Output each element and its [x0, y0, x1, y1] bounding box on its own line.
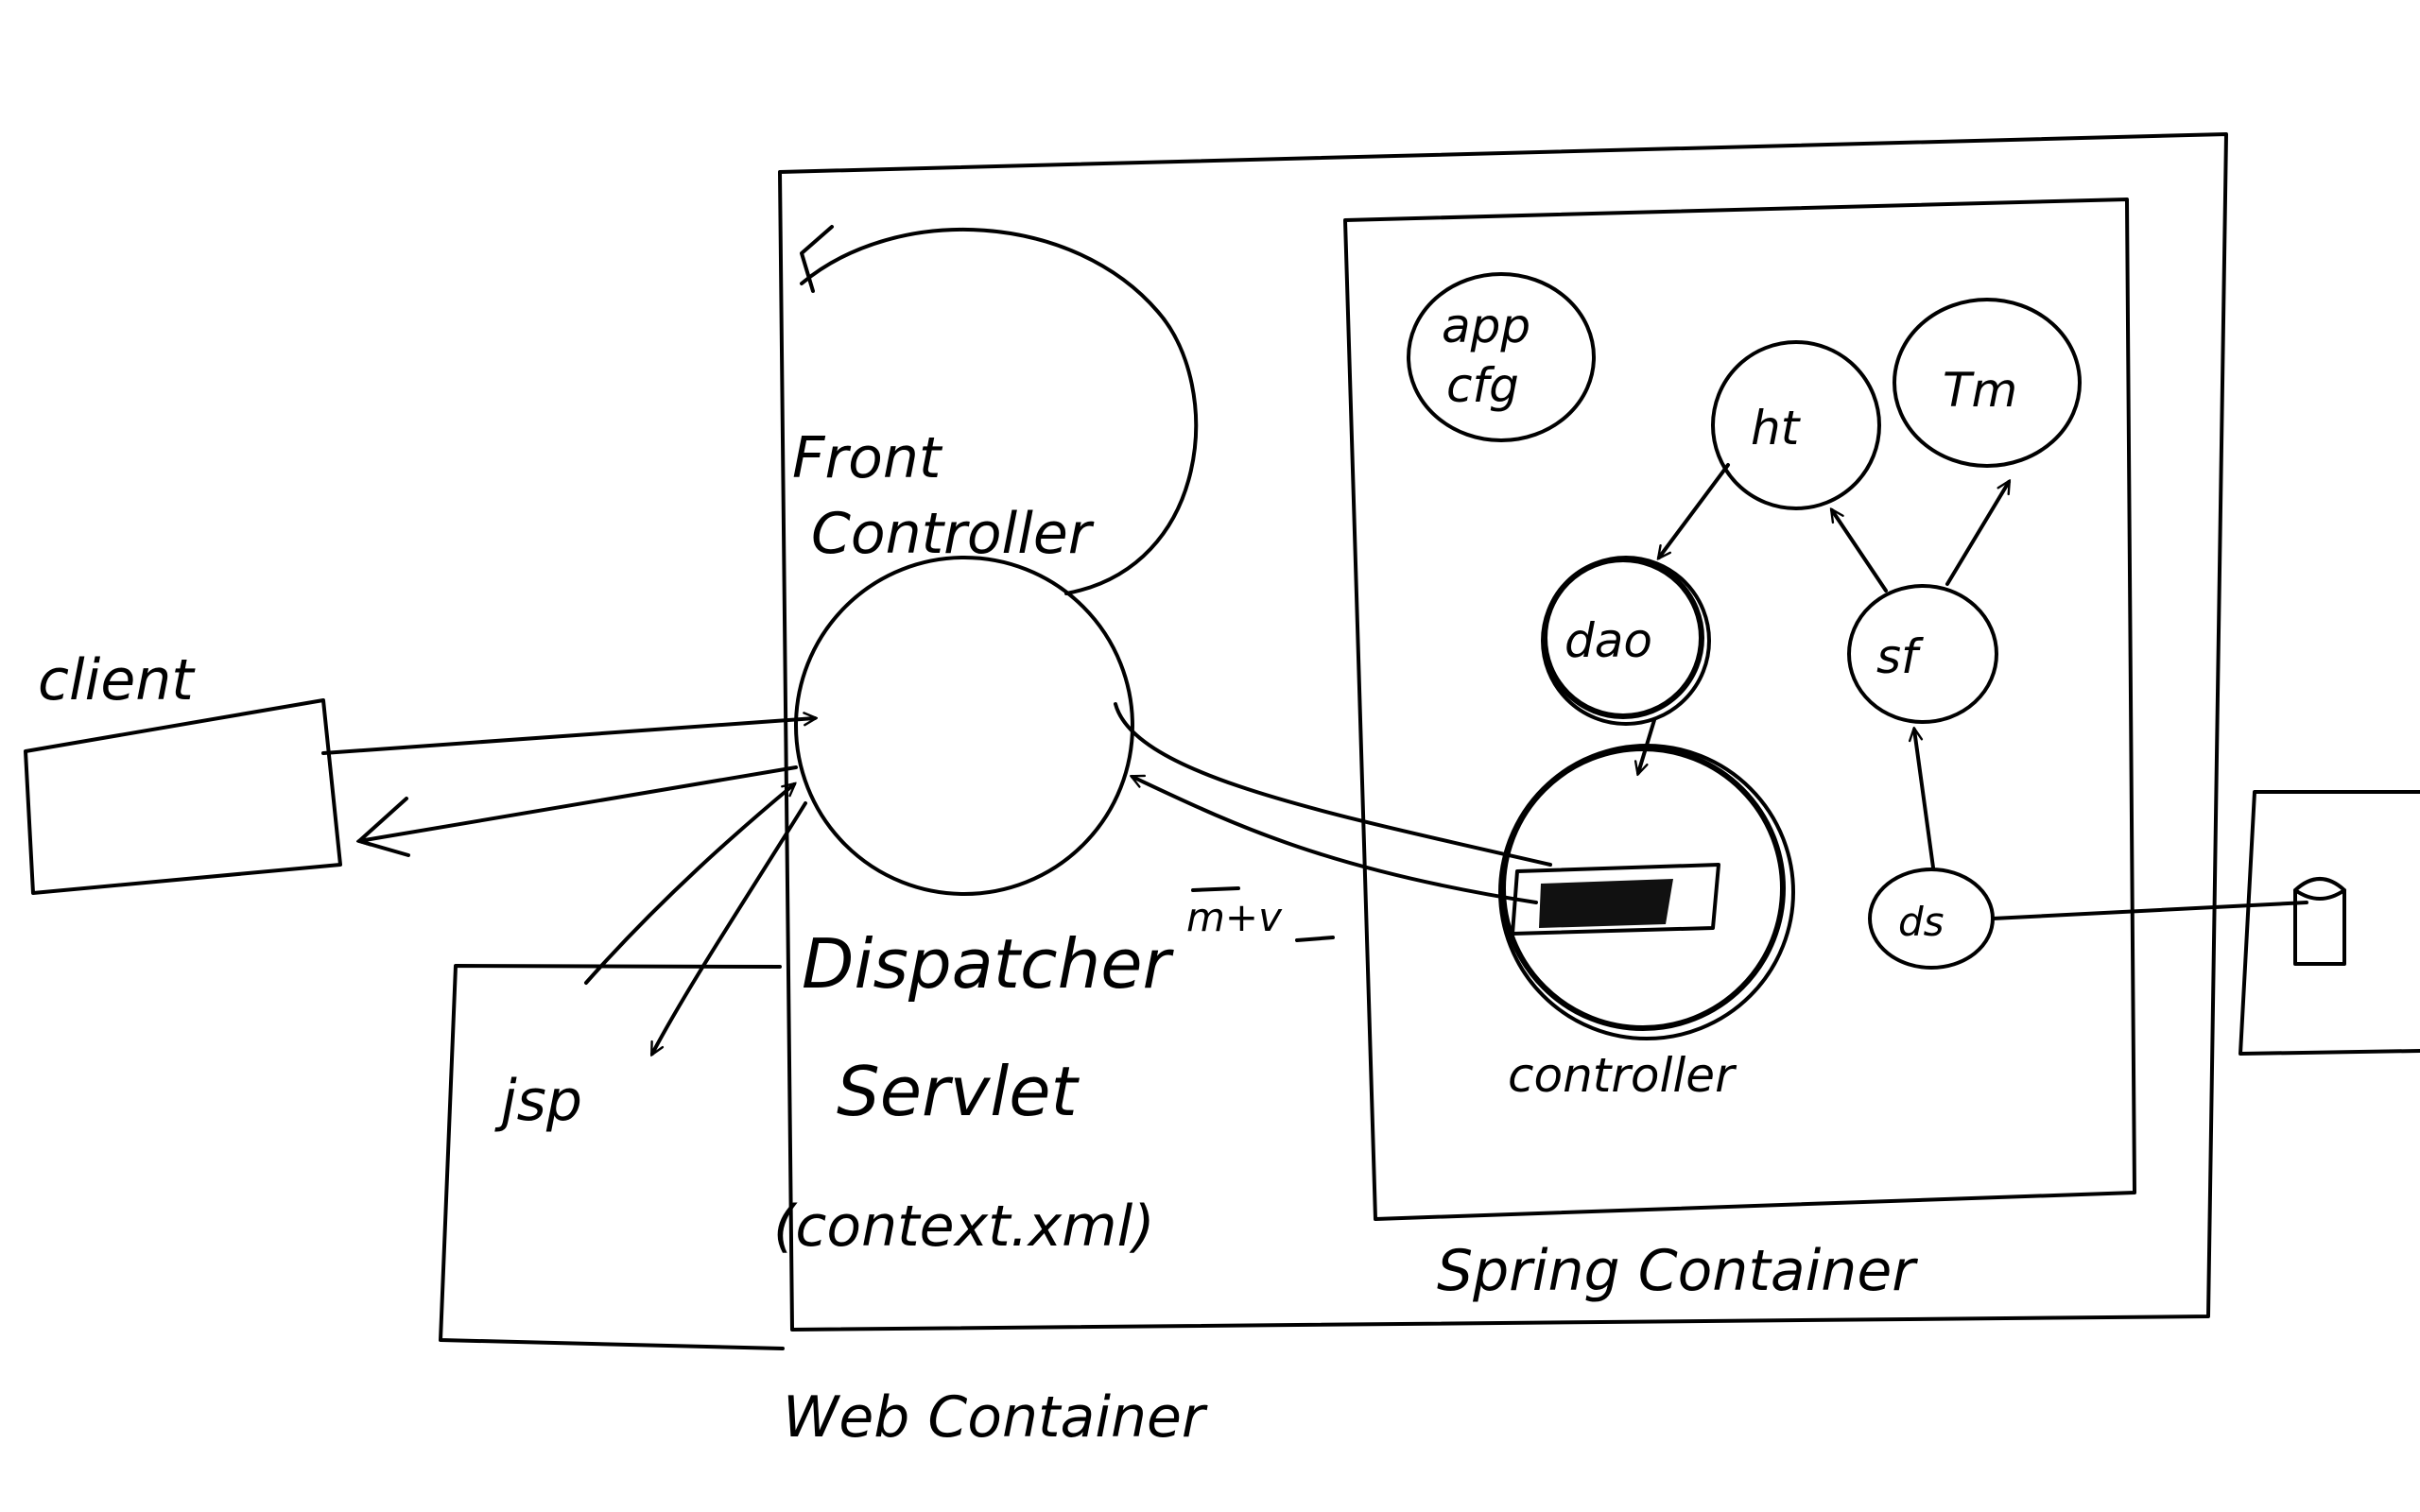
tm-circle: [1893, 298, 2082, 468]
front-controller-arrowhead: [800, 225, 834, 293]
web-container-box: [778, 132, 2228, 1332]
jsp-box: [439, 964, 785, 1350]
spring-container-label: Spring Container: [1437, 1238, 1918, 1304]
controller-circle: [1500, 746, 1786, 1031]
ht-label: ht: [1751, 401, 1802, 455]
model-view-label: m+v: [1186, 894, 1283, 940]
app-cfg-circle: [1407, 272, 1596, 442]
dispatcher-label-3: (context.xml): [773, 1194, 1155, 1260]
dispatcher-label-2: Servlet: [837, 1052, 1080, 1131]
tm-label: Tm: [1943, 363, 2017, 418]
dao-circle-outline: [1541, 556, 1711, 726]
model-view-underline: [1191, 886, 1335, 942]
sf-to-tm-arrow: [1945, 482, 2009, 586]
client-to-dispatcher-arrow: [321, 718, 815, 755]
dispatcher-to-jsp-arrow: [652, 801, 807, 1054]
controller-inner-box: [1511, 863, 1720, 936]
web-container-label: Web Container: [783, 1384, 1208, 1451]
ds-to-database-line: [1991, 901, 2308, 920]
ht-to-dao-arrow: [1659, 463, 1730, 558]
app-cfg-label-1: app: [1442, 299, 1530, 353]
jsp-to-dispatcher-arrow: [584, 784, 794, 985]
ds-label: ds: [1898, 899, 1945, 945]
sf-to-ht-arrow: [1832, 510, 1888, 593]
client-label: client: [38, 647, 196, 713]
dispatcher-to-controller-arrow: [1114, 702, 1552, 867]
sf-label: sf: [1876, 629, 1924, 684]
front-controller-label-2: Controller: [811, 501, 1095, 567]
spring-container-box: [1343, 198, 2136, 1221]
client-box: [24, 698, 342, 895]
front-controller-loop: [800, 227, 1199, 595]
dispatcher-to-client-arrow: [359, 765, 798, 841]
dao-to-controller-arrow: [1638, 718, 1656, 773]
app-cfg-label-2: cfg: [1446, 358, 1519, 413]
controller-scribble: [1539, 879, 1673, 928]
dispatcher-to-client-arrowhead: [357, 797, 410, 857]
dispatcher-servlet-circle: [794, 556, 1134, 896]
front-controller-label-1: Front: [792, 425, 943, 491]
dao-label: dao: [1564, 613, 1652, 668]
controller-to-dispatcher-arrow: [1132, 777, 1538, 904]
sf-circle: [1847, 584, 1998, 724]
controller-label: controller: [1508, 1048, 1737, 1103]
dispatcher-label-1: Dispatcher: [802, 924, 1175, 1004]
ds-to-sf-arrow: [1914, 730, 1935, 869]
database-icon: [2293, 877, 2346, 966]
database-box: [2238, 790, 2420, 1056]
jsp-label: jsp: [494, 1068, 582, 1134]
ht-circle: [1711, 340, 1881, 510]
